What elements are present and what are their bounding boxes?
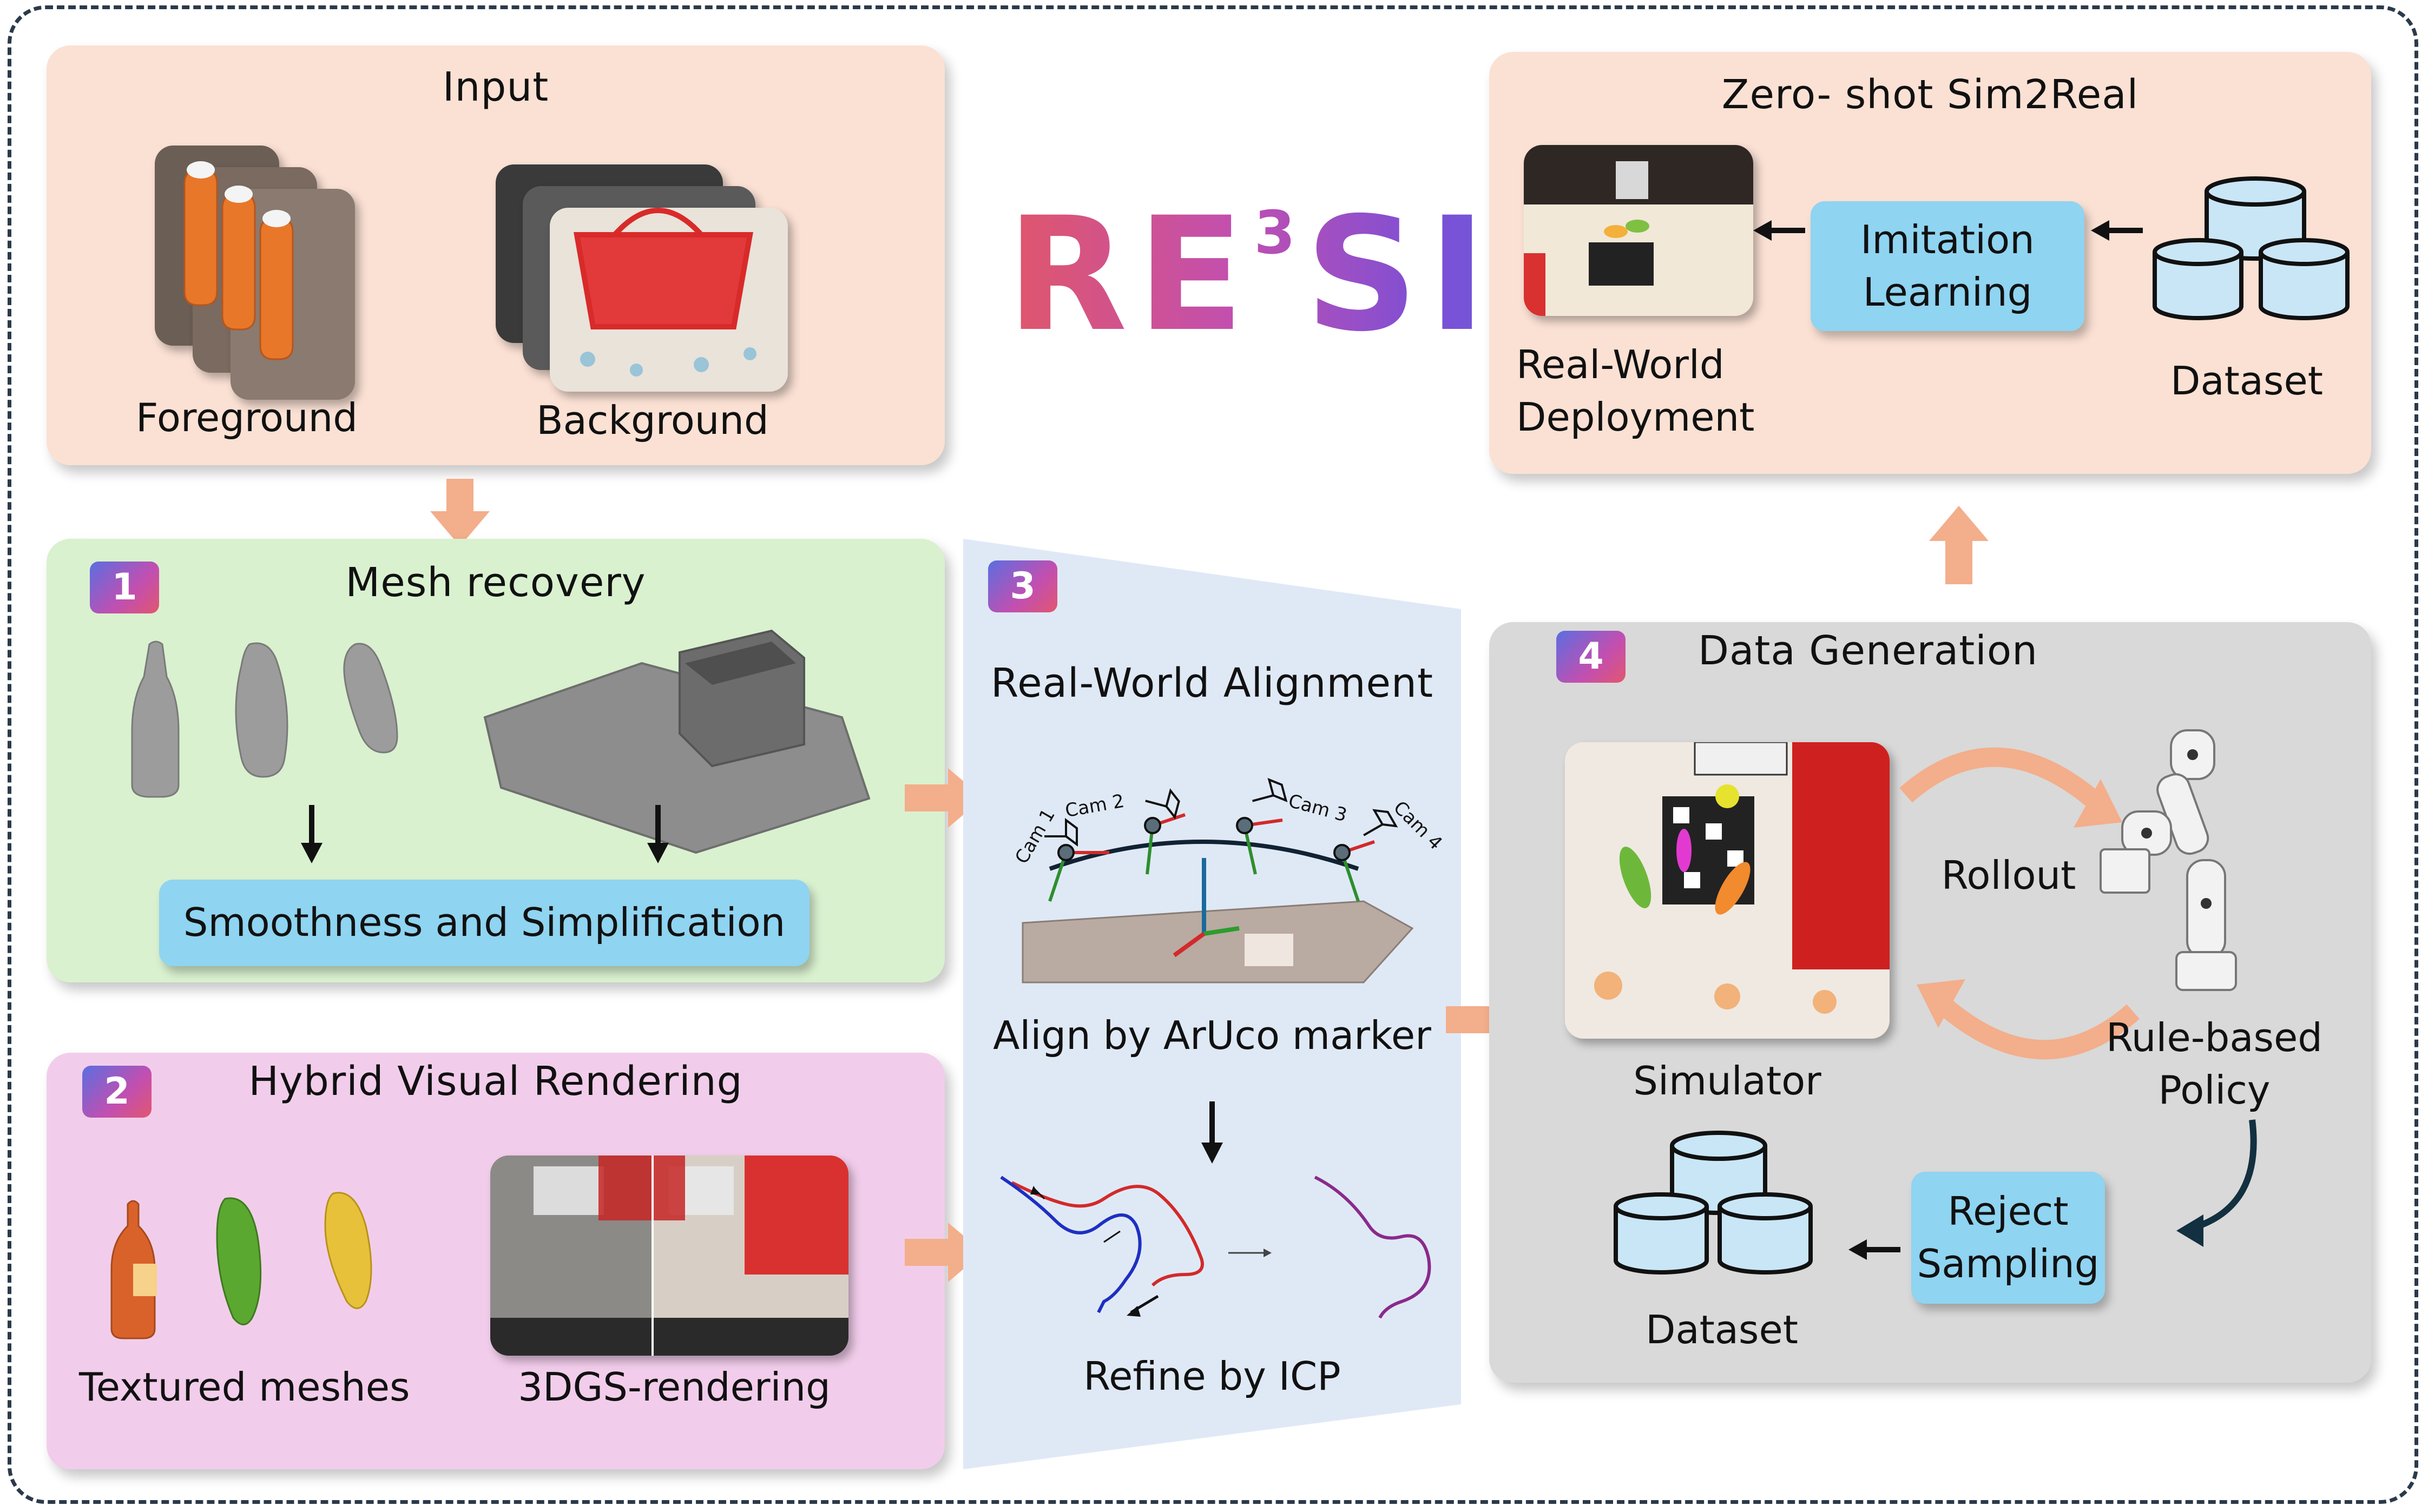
- input-panel: Input Foreground Background: [47, 45, 945, 465]
- sim2real-panel: Zero- shot Sim2Real Real-World Deploymen…: [1489, 52, 2371, 474]
- arrow-left-icon: [2091, 220, 2143, 241]
- arrow-left-icon: [1848, 1239, 1900, 1260]
- recovered-object-meshes: [131, 641, 398, 798]
- curved-arrow-icon: [2176, 1119, 2257, 1247]
- background-label: Background: [536, 398, 769, 443]
- foreground-image-stack: [155, 146, 360, 427]
- data-generation-title: Data Generation: [1697, 628, 2038, 674]
- dashed-outer-frame: [8, 5, 2418, 1504]
- dataset-cylinders-icon: [2153, 176, 2350, 320]
- arrow-down-icon: [1201, 1101, 1223, 1164]
- input-title: Input: [442, 64, 549, 110]
- align-by-aruco-label: Align by ArUco marker: [993, 1013, 1431, 1058]
- data-generation-panel: 4 Data Generation Simulator Rollout: [1489, 622, 2371, 1383]
- textured-meshes-label: Textured meshes: [79, 1364, 410, 1410]
- rollout-cycle-arrows: [1899, 747, 2140, 1060]
- mesh-recovery-title: Mesh recovery: [345, 559, 646, 606]
- refine-by-icp-label: Refine by ICP: [1083, 1353, 1341, 1399]
- step-badge-4: 4: [1556, 631, 1626, 683]
- deployment-label: Real-World Deployment: [1516, 342, 1755, 440]
- rule-based-policy-label: Rule-based Policy: [2105, 1015, 2323, 1113]
- mesh-recovery-panel: 1 Mesh recovery Smoothness and Simplific…: [47, 539, 945, 982]
- simulator-label: Simulator: [1633, 1058, 1821, 1104]
- step-badge-3: 3: [988, 560, 1057, 612]
- hybrid-rendering-title: Hybrid Visual Rendering: [248, 1058, 743, 1105]
- step-badge-1: 1: [90, 562, 159, 613]
- deployment-photo: [1524, 145, 1753, 316]
- robot-arm-image: [2100, 729, 2237, 991]
- foreground-label: Foreground: [136, 395, 358, 440]
- datagen-dataset-label: Dataset: [1646, 1307, 1798, 1352]
- real-world-alignment-panel: 3 Real-World Alignment Cam 1 Cam 2 Cam 3…: [963, 539, 1461, 1469]
- background-image-stack: [496, 164, 799, 402]
- alignment-panel-background: [963, 539, 1461, 1469]
- textured-meshes-image: [110, 1192, 372, 1339]
- smoothness-simplification-box: Smoothness and Simplification: [159, 880, 810, 966]
- 3dgs-rendering-label: 3DGS-rendering: [518, 1364, 831, 1410]
- camera-rig-point-cloud: [1022, 777, 1414, 983]
- real-world-alignment-title: Real-World Alignment: [991, 660, 1433, 707]
- arrow-down-icon: [647, 805, 669, 863]
- rollout-label: Rollout: [1941, 853, 2076, 898]
- orange-arrow-down-icon: [430, 479, 490, 546]
- simulator-scene-image: [1565, 742, 1890, 1039]
- sim2real-title: Zero- shot Sim2Real: [1721, 71, 2139, 118]
- icp-refinement-curves: [1000, 1176, 1431, 1319]
- step-badge-2: 2: [82, 1066, 152, 1118]
- sim2real-dataset-label: Dataset: [2170, 358, 2323, 404]
- hybrid-rendering-panel: 2 Hybrid Visual Rendering Textured meshe…: [47, 1053, 945, 1469]
- 3dgs-rendering-image: [490, 1156, 848, 1356]
- arrow-left-icon: [1753, 220, 1805, 241]
- dataset-cylinders-icon: [1614, 1131, 1813, 1275]
- orange-arrow-up-icon: [1929, 506, 1989, 584]
- arrow-down-icon: [301, 805, 323, 863]
- scene-mesh: [483, 629, 871, 854]
